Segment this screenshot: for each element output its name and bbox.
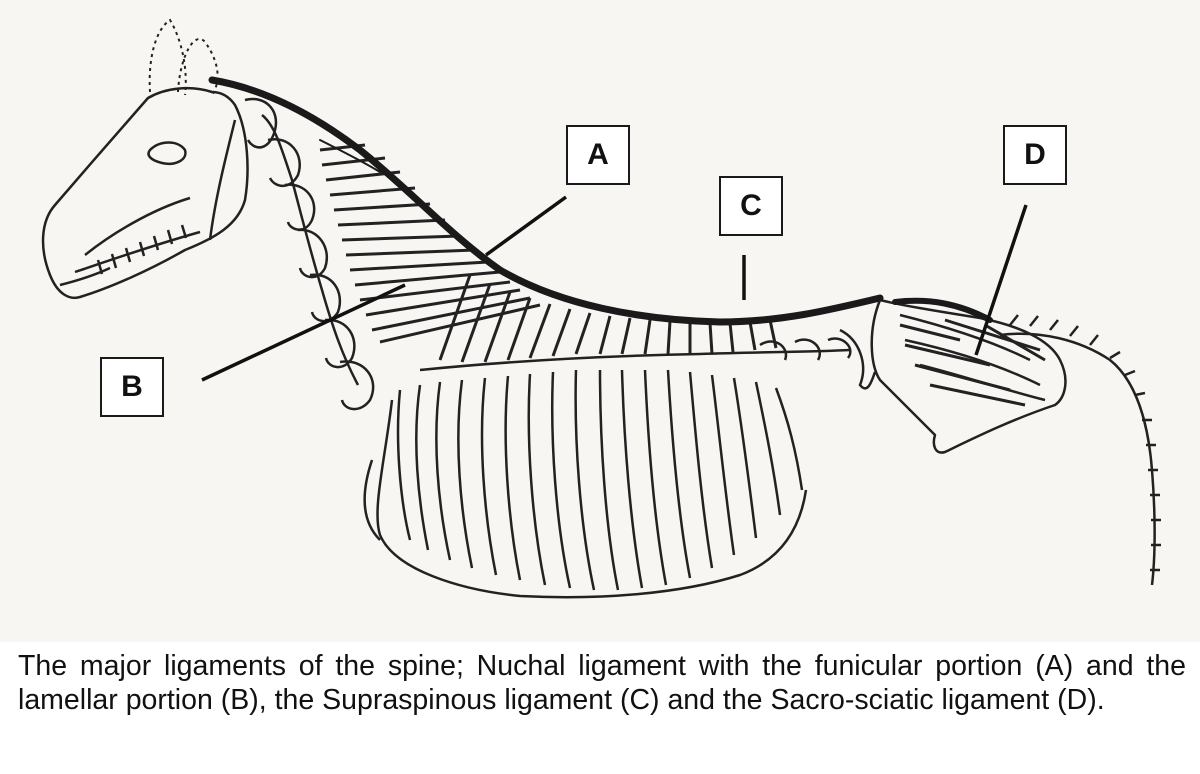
cervical-vertebrae	[244, 97, 375, 411]
nuchal-and-supraspinous-ligament	[208, 76, 993, 326]
horse-skeleton-drawing	[0, 0, 1200, 642]
figure-caption: The major ligaments of the spine; Nuchal…	[18, 650, 1186, 716]
label-a: A	[566, 125, 630, 185]
leader-line-d	[974, 204, 1028, 356]
lumbar-vertebrae	[419, 328, 877, 390]
label-d: D	[1003, 125, 1067, 185]
leader-line-b	[201, 283, 406, 382]
tail	[999, 314, 1161, 586]
label-b: B	[100, 357, 164, 417]
rib-cage	[363, 369, 808, 599]
skull	[41, 86, 249, 299]
ears	[148, 18, 219, 96]
sacro-sciatic-ligament	[899, 318, 1046, 407]
spinous-processes	[438, 274, 778, 363]
leader-line-a	[484, 195, 568, 257]
pelvis	[870, 298, 1067, 454]
lamellar-ligament	[319, 143, 541, 344]
label-c: C	[719, 176, 783, 236]
leader-lines	[201, 195, 1028, 382]
